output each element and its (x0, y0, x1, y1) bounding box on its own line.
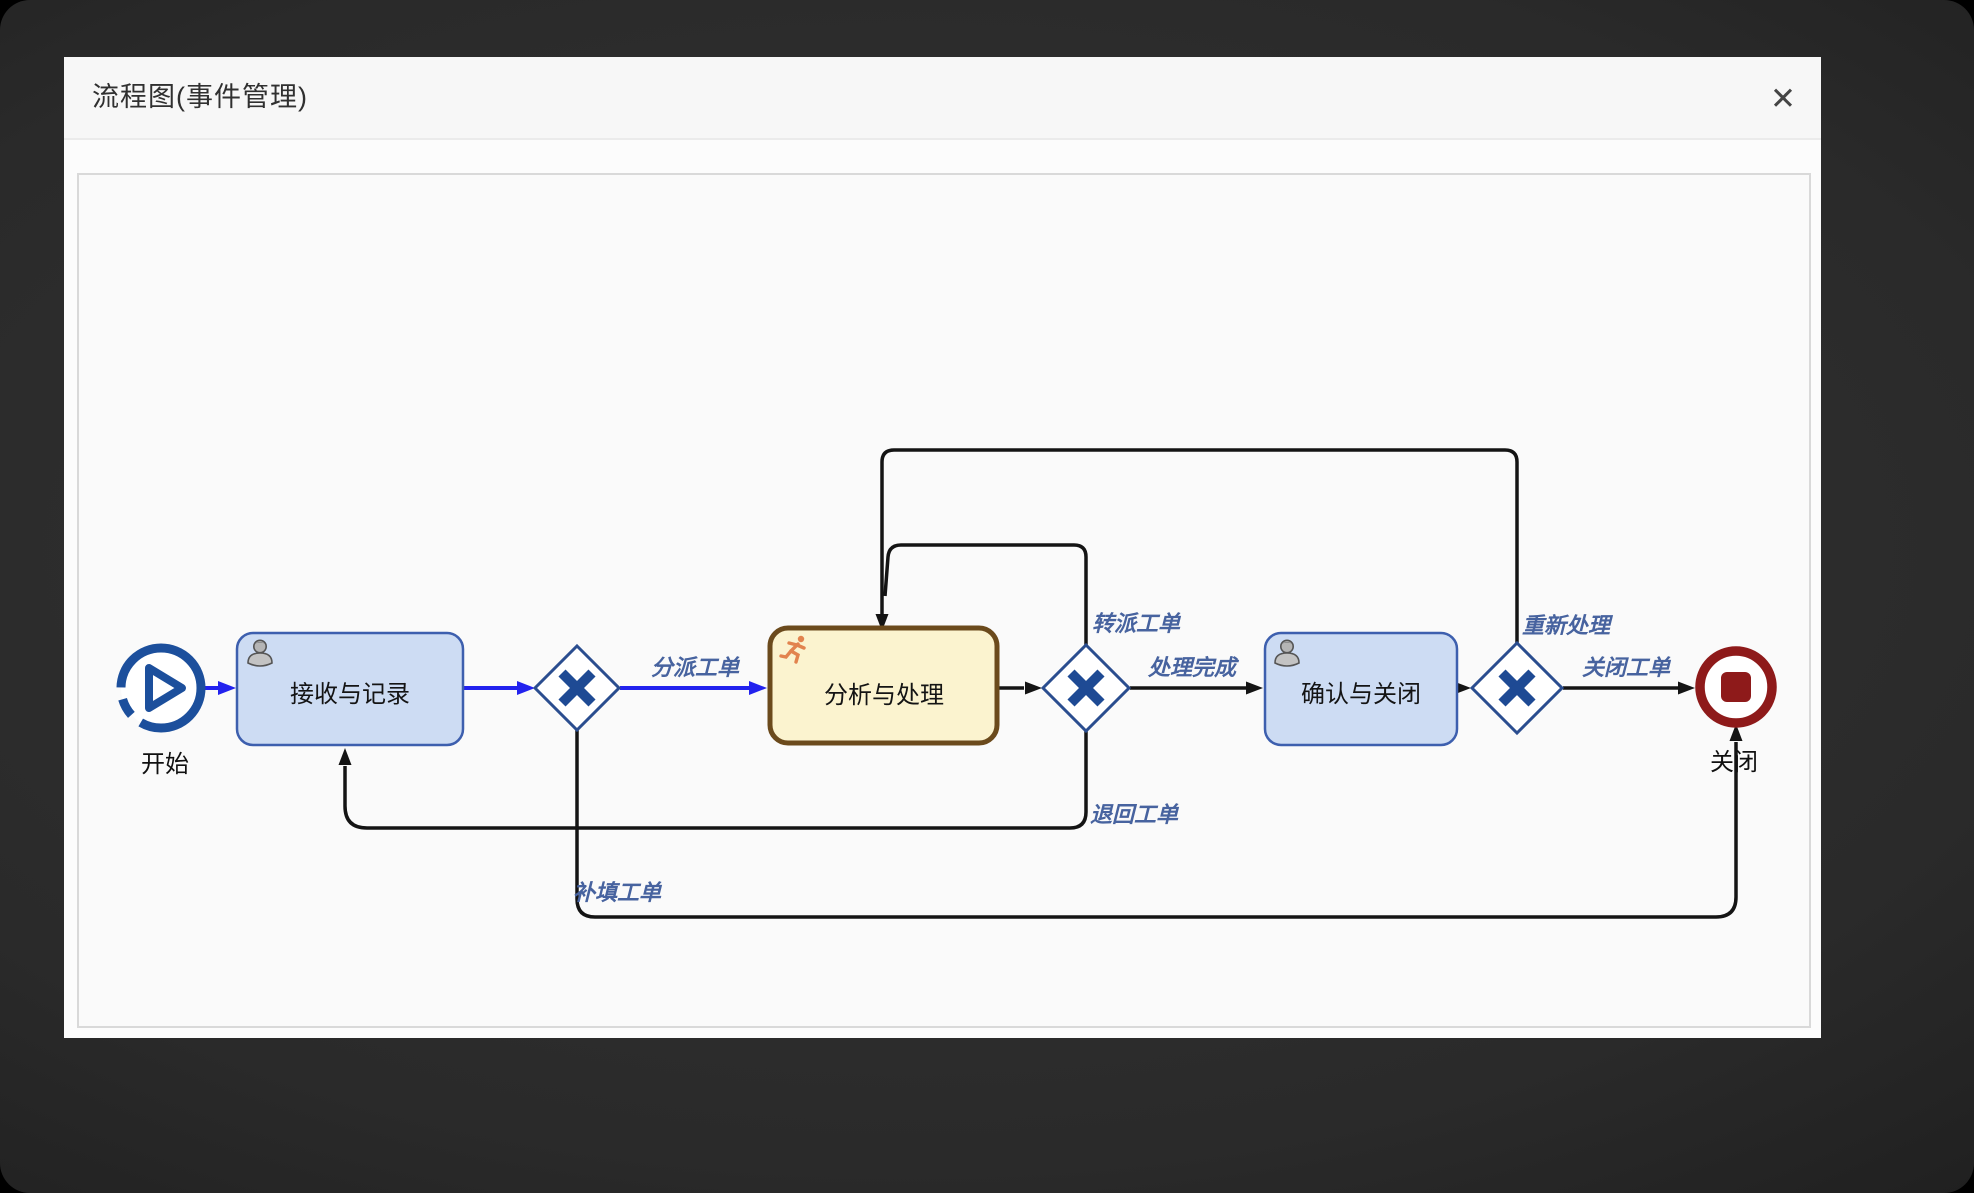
modal-header: 流程图(事件管理) ✕ (64, 57, 1821, 140)
close-icon[interactable]: ✕ (1770, 81, 1796, 116)
modal-title: 流程图(事件管理) (92, 82, 308, 112)
diagram-canvas (77, 173, 1811, 1028)
flow-diagram-modal: 流程图(事件管理) ✕ (64, 57, 1821, 1038)
